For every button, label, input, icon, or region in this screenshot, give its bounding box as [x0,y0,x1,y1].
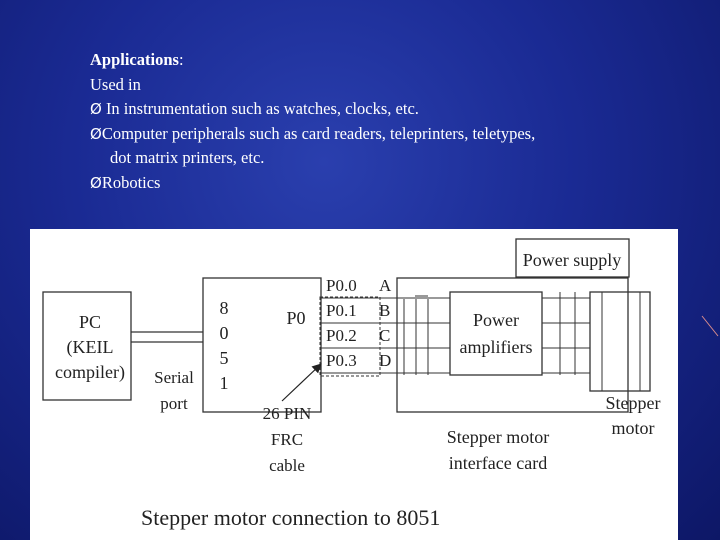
phase-label: C [379,326,390,345]
pin-label: P0.3 [326,351,357,370]
decorative-slash [701,315,719,337]
interface-card-label: interface card [449,453,547,473]
serial-port-label: Serial [154,368,194,387]
power-amplifiers-label: amplifiers [460,337,533,357]
arrow-bullet-icon: Ø [90,124,102,143]
pc-label: compiler) [55,362,125,383]
heading-colon: : [178,50,184,69]
applications-heading: Applications [90,50,179,69]
bullet-item: Ø In instrumentation such as watches, cl… [90,97,710,122]
frc-connector-outline [319,296,381,377]
applications-heading-line: Applications: [90,48,710,73]
frc-cable-label: FRC [271,430,303,449]
pc-box [42,291,132,401]
chip-digit: 5 [220,348,229,368]
phase-label: D [379,351,391,370]
pin-label: P0.2 [326,326,357,345]
used-in-label: Used in [90,74,141,94]
power-amplifiers-label: Power [473,310,519,330]
bullet-item: ØRobotics [90,171,710,196]
phase-label: A [379,276,392,295]
chip-digit: 0 [220,323,229,343]
pc-label: (KEIL [67,337,114,358]
stepper-diagram: PC (KEIL compiler) Serial port 8 0 5 1 P… [30,229,678,540]
diagram-caption: Stepper motor connection to 8051 [141,505,440,530]
frc-cable-label: cable [269,456,305,475]
diagram-canvas: PC (KEIL compiler) Serial port 8 0 5 1 P… [42,238,661,530]
stepper-motor-label: Stepper [606,393,661,413]
chip-digit: 8 [220,298,229,318]
power-supply-box [515,238,630,278]
power-amplifiers-box [449,291,543,376]
pin-label: P0.1 [326,301,357,320]
chip-digit: 1 [220,373,229,393]
phase-label: B [379,301,390,320]
stepper-motor-label: motor [612,418,655,438]
interface-card-label: Stepper motor [447,427,549,447]
bullet-text: In instrumentation such as watches, cloc… [101,99,419,118]
arrow-bullet-icon: Ø [90,100,102,118]
power-supply-label: Power supply [523,250,622,270]
stepper-motor-box [589,291,651,392]
serial-port-label: port [160,394,188,413]
bullet-item: ØComputer peripherals such as card reade… [90,122,710,147]
slide-text: Applications: Used in Ø In instrumentati… [90,48,710,195]
pin-label: P0.0 [326,276,357,295]
microcontroller-box [202,277,322,413]
bullet-text: Computer peripherals such as card reader… [101,123,536,143]
interface-card-box [396,277,629,413]
frc-arrow [281,363,322,402]
arrow-bullet-icon: Ø [90,173,102,192]
pc-label: PC [79,312,101,332]
bullet-continuation: dot matrix printers, etc. [110,148,265,167]
bullet-text: Robotics [101,172,161,192]
frc-cable-label: 26 PIN [263,404,312,423]
port-label: P0 [286,308,305,328]
